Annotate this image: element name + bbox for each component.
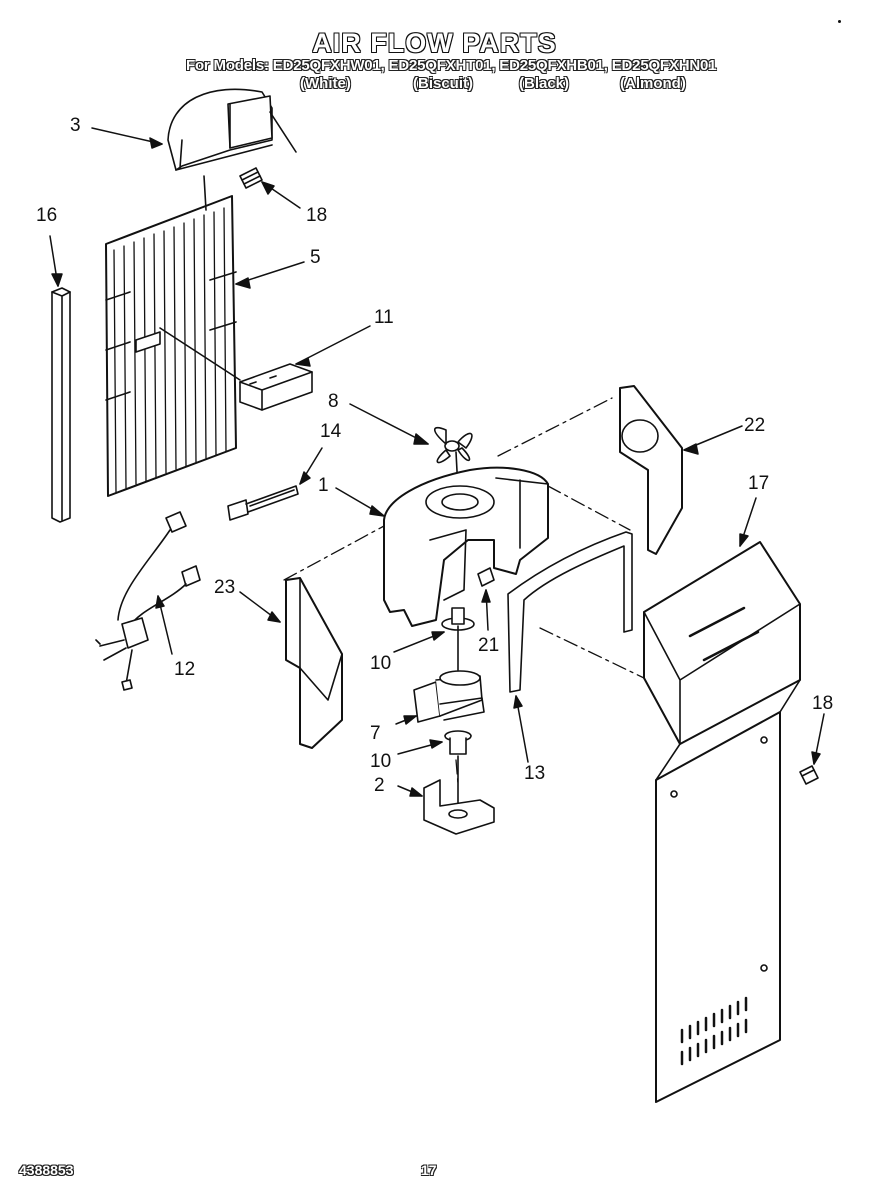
color-biscuit: (Biscuit) bbox=[413, 75, 473, 92]
callout-16: 16 bbox=[36, 205, 58, 226]
callout-23: 23 bbox=[214, 577, 236, 598]
part-11-bracket bbox=[159, 327, 313, 411]
part-18-screw-upper bbox=[239, 167, 263, 189]
callout-8: 8 bbox=[328, 391, 339, 412]
part-7-fan-motor bbox=[413, 670, 485, 723]
callout-18-lower: 18 bbox=[812, 693, 834, 714]
part-8-fan-blade bbox=[433, 426, 473, 491]
alignment-lines bbox=[283, 397, 645, 785]
document-number: 4388853 bbox=[19, 1162, 74, 1178]
part-23-left-duct bbox=[285, 577, 343, 749]
part-10-grommet-lower bbox=[444, 730, 472, 811]
callout-3: 3 bbox=[70, 115, 81, 136]
callout-12: 12 bbox=[174, 659, 196, 680]
callout-18-upper: 18 bbox=[306, 205, 328, 226]
part-16-strip bbox=[51, 287, 71, 523]
callout-17: 17 bbox=[748, 473, 770, 494]
callout-10-upper: 10 bbox=[370, 653, 392, 674]
part-10-grommet-upper bbox=[441, 607, 475, 671]
models-line: For Models: ED25QFXHW01, ED25QFXHT01, ED… bbox=[186, 57, 717, 74]
page-title: AIR FLOW PARTS bbox=[312, 28, 557, 58]
part-21-screw bbox=[477, 567, 495, 587]
callout-14: 14 bbox=[320, 421, 342, 442]
callout-7: 7 bbox=[370, 723, 381, 744]
color-black: (Black) bbox=[519, 75, 570, 92]
callout-10-lower: 10 bbox=[370, 751, 392, 772]
part-1-fan-shroud bbox=[383, 466, 549, 627]
part-18-screw-lower bbox=[799, 765, 819, 785]
callout-2: 2 bbox=[374, 775, 385, 796]
callout-5: 5 bbox=[310, 247, 321, 268]
callout-13: 13 bbox=[524, 763, 546, 784]
part-22-right-duct bbox=[619, 385, 683, 555]
part-5-evaporator-grille bbox=[105, 175, 237, 497]
leader-lines bbox=[49, 127, 825, 797]
part-14-thermistor bbox=[227, 485, 299, 521]
callout-22: 22 bbox=[744, 415, 766, 436]
color-white: (White) bbox=[300, 75, 351, 92]
page-number: 17 bbox=[421, 1162, 437, 1178]
callout-1: 1 bbox=[318, 475, 329, 496]
color-almond: (Almond) bbox=[620, 75, 686, 92]
callout-21: 21 bbox=[478, 635, 500, 656]
part-13-gasket bbox=[507, 531, 633, 693]
callout-11: 11 bbox=[374, 307, 394, 328]
corner-mark bbox=[838, 20, 841, 23]
part-17-rear-panel bbox=[643, 541, 801, 1103]
part-3-duct-cover bbox=[167, 88, 297, 171]
part-2-motor-bracket bbox=[423, 779, 495, 835]
part-12-wiring-harness bbox=[95, 511, 201, 691]
